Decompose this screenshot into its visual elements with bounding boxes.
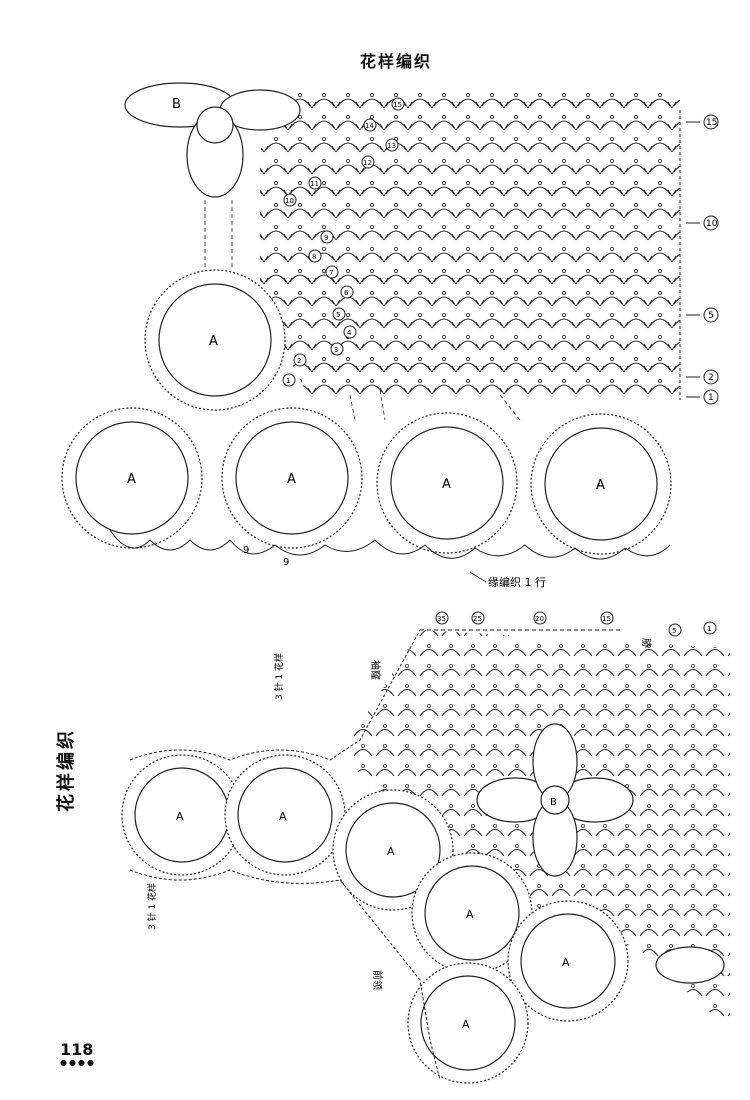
top-motif-a-2-label: A [127,472,136,487]
bottom-motif-a-3-label: A [387,845,395,858]
bottom-label-neck: 前领 [371,970,384,990]
top-inner-row-numbers: 15 14 13 12 11 10 9 8 7 6 5 4 3 2 1 [282,97,405,387]
top-motif-a-5-label: A [596,478,605,493]
bottom-motif-a-5 [507,900,629,1022]
top-small-number-2: 9 [283,557,289,568]
svg-text:9: 9 [324,234,328,242]
bottom-note-repeat-side: 3 针 1 花样 [146,883,158,930]
svg-text:13: 13 [387,142,396,150]
bottom-label-side: 胁 [640,638,653,648]
page-number: 118 [60,1040,94,1059]
top-motif-a-1-label: A [209,334,218,349]
page-dots-decoration: ●●●● [60,1058,96,1067]
svg-text:1: 1 [707,625,711,633]
top-motif-a-4-label: A [442,477,451,492]
top-edge-note: 缘编织 1 行 [488,575,546,589]
bottom-crochet-diagram: A A A A A A [121,611,730,1084]
top-connectors [204,200,521,421]
bottom-motif-a-4-label: A [466,908,474,921]
svg-text:15: 15 [706,118,717,128]
bottom-motif-a-1 [121,754,243,876]
bottom-motif-b [476,723,634,877]
bottom-motif-b-partial [655,946,725,984]
top-motif-b-label: B [172,97,181,112]
svg-text:1: 1 [708,393,714,403]
svg-text:12: 12 [363,159,372,167]
bottom-row-markers: 35 25 20 15 5 1 [435,611,717,637]
svg-text:14: 14 [365,122,374,130]
svg-text:10: 10 [706,219,718,229]
bottom-motif-a-6 [407,962,529,1084]
top-crochet-diagram: B A A A A A [61,82,719,589]
top-motif-a-4 [376,412,518,554]
top-motif-a-3 [221,407,363,549]
top-row-markers: 15 10 5 2 1 [686,114,719,405]
svg-text:2: 2 [297,357,301,365]
svg-text:5: 5 [708,311,714,321]
svg-text:20: 20 [535,615,544,623]
top-motif-a-5 [530,413,672,555]
bottom-motif-a-4 [411,852,533,974]
bottom-label-shoulder: 袖窿 [369,660,382,680]
bottom-motif-a-1-label: A [176,810,184,823]
svg-text:5: 5 [672,627,676,635]
bottom-motif-a-6-label: A [462,1018,470,1031]
svg-text:6: 6 [344,289,349,297]
svg-text:35: 35 [437,615,446,623]
svg-text:10: 10 [285,197,294,205]
bottom-motif-b-label: B [550,797,557,808]
svg-text:15: 15 [393,101,402,109]
svg-text:5: 5 [336,311,340,319]
svg-text:2: 2 [708,373,714,383]
svg-text:11: 11 [310,180,319,188]
top-motif-a-3-label: A [287,472,296,487]
top-motif-a-1 [144,269,286,411]
top-edge-loops [109,529,671,560]
svg-text:15: 15 [602,615,611,623]
top-motif-b [124,82,301,198]
top-small-number-1: 9 [243,545,249,556]
svg-text:1: 1 [286,377,290,385]
top-motif-a-2 [61,407,203,549]
svg-text:8: 8 [312,253,316,261]
svg-text:7: 7 [329,269,333,277]
top-mesh-area [260,90,680,400]
bottom-motif-a-2-label: A [279,810,287,823]
svg-text:25: 25 [473,615,482,623]
svg-text:3: 3 [334,346,338,354]
bottom-edge-outline [129,629,421,761]
bottom-note-repeat-top: 3 针 1 花样 [273,653,285,700]
bottom-motif-a-5-label: A [562,956,570,969]
svg-text:4: 4 [347,329,352,337]
top-title: 花样编织 [360,52,433,71]
